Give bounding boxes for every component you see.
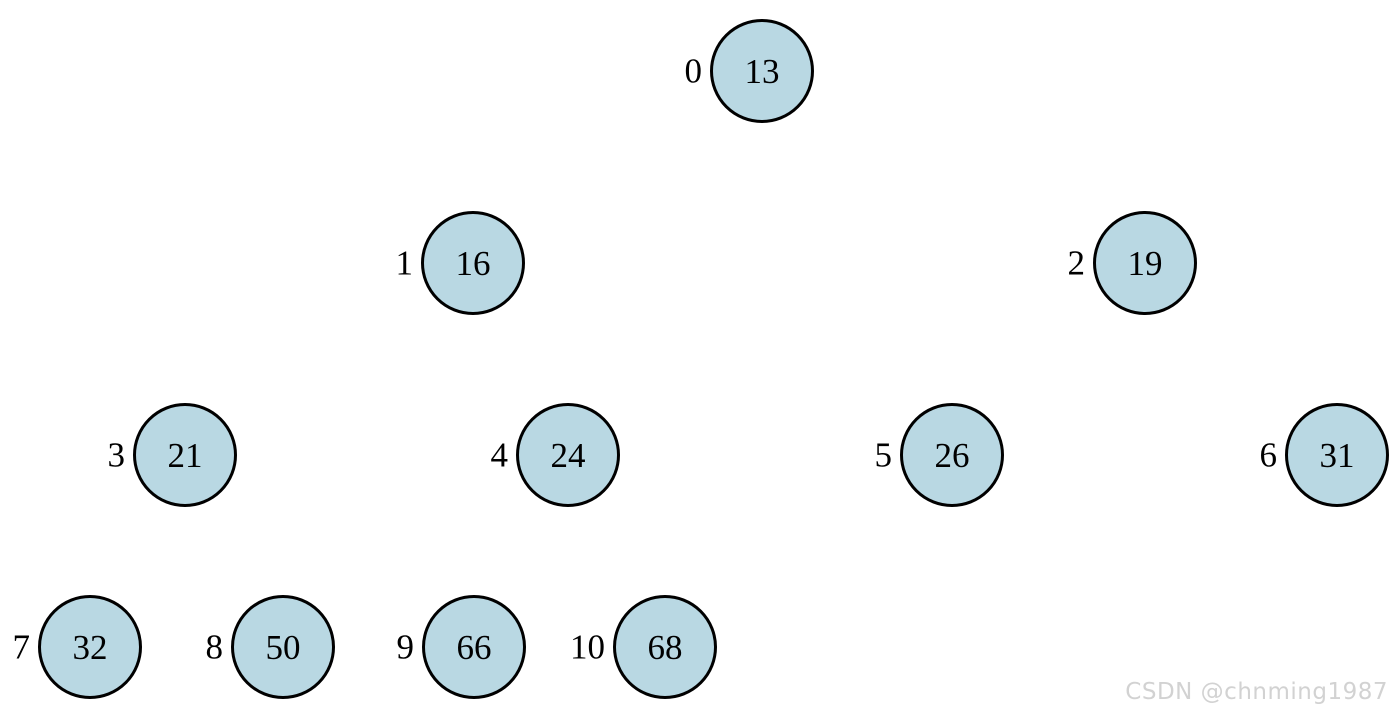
watermark: CSDN @chnming1987 — [1125, 679, 1388, 705]
heap-node: 3 21 — [108, 403, 237, 507]
node-circle: 31 — [1285, 403, 1389, 507]
node-index-label: 6 — [1259, 435, 1278, 475]
node-circle: 19 — [1093, 211, 1197, 315]
node-value: 21 — [167, 435, 203, 475]
heap-node: 10 68 — [570, 595, 717, 699]
node-index-label: 3 — [107, 435, 126, 475]
node-value: 68 — [647, 627, 683, 667]
node-index-label: 1 — [395, 243, 414, 283]
node-index-label: 9 — [396, 627, 415, 667]
node-index-label: 8 — [205, 627, 224, 667]
heap-node: 9 66 — [397, 595, 526, 699]
node-circle: 66 — [422, 595, 526, 699]
node-value: 26 — [934, 435, 970, 475]
node-index-label: 5 — [874, 435, 893, 475]
node-index-label: 0 — [684, 51, 703, 91]
heap-node: 8 50 — [206, 595, 335, 699]
heap-node: 7 32 — [13, 595, 142, 699]
node-value: 31 — [1319, 435, 1355, 475]
node-circle: 13 — [710, 19, 814, 123]
node-circle: 21 — [133, 403, 237, 507]
heap-node: 5 26 — [875, 403, 1004, 507]
node-value: 50 — [265, 627, 301, 667]
node-circle: 16 — [421, 211, 525, 315]
node-index-label: 2 — [1067, 243, 1086, 283]
node-circle: 26 — [900, 403, 1004, 507]
node-circle: 68 — [613, 595, 717, 699]
node-circle: 24 — [516, 403, 620, 507]
heap-node: 0 13 — [685, 19, 814, 123]
node-circle: 50 — [231, 595, 335, 699]
heap-node: 4 24 — [491, 403, 620, 507]
node-circle: 32 — [38, 595, 142, 699]
heap-node: 6 31 — [1260, 403, 1389, 507]
node-value: 13 — [744, 51, 780, 91]
node-value: 16 — [455, 243, 491, 283]
node-value: 19 — [1127, 243, 1163, 283]
node-index-label: 7 — [12, 627, 31, 667]
node-index-label: 10 — [570, 627, 605, 667]
node-value: 66 — [456, 627, 492, 667]
node-value: 24 — [550, 435, 586, 475]
heap-node: 2 19 — [1068, 211, 1197, 315]
node-index-label: 4 — [490, 435, 509, 475]
heap-node: 1 16 — [396, 211, 525, 315]
node-value: 32 — [72, 627, 108, 667]
